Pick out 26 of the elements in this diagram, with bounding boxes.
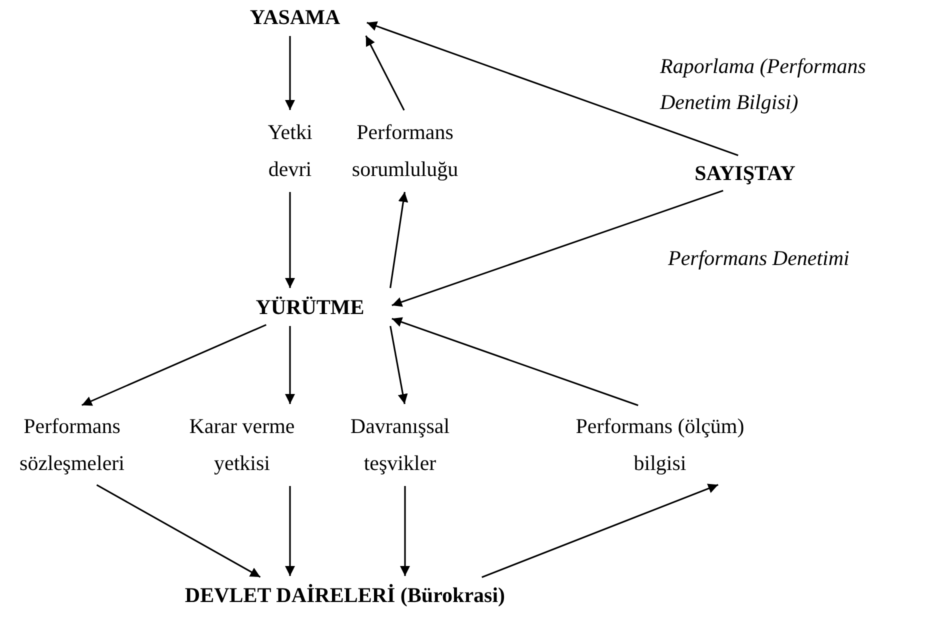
heading-label: YÜRÜTME — [230, 290, 390, 324]
arrow — [390, 326, 408, 404]
arrow — [82, 324, 266, 406]
node-label: Yetki devri — [252, 112, 328, 190]
node-label: Performans (ölçüm) bilgisi — [555, 406, 765, 484]
node-label: Davranışsal teşvikler — [320, 406, 480, 484]
arrow — [285, 486, 295, 576]
heading-label: YASAMA — [225, 0, 365, 34]
node-label: Karar verme yetkisi — [172, 406, 312, 484]
heading-label: SAYIŞTAY — [655, 156, 835, 190]
arrow — [482, 484, 718, 578]
arrow — [392, 317, 638, 406]
edge-label: Performans Denetimi — [668, 245, 850, 272]
arrow — [400, 486, 410, 576]
edge-label: Raporlama (Performans Denetim Bilgisi) — [660, 53, 867, 116]
arrow — [392, 190, 724, 307]
arrow — [285, 192, 295, 288]
arrow — [285, 36, 295, 110]
arrow — [96, 484, 261, 578]
arrow — [365, 35, 405, 111]
arrow — [366, 21, 738, 156]
heading-label: DEVLET DAİRELERİ (Bürokrasi) — [120, 578, 570, 612]
node-label: Performans sözleşmeleri — [2, 406, 142, 484]
arrow — [285, 326, 295, 404]
node-label: Performans sorumluluğu — [335, 112, 475, 190]
arrow — [390, 192, 408, 288]
